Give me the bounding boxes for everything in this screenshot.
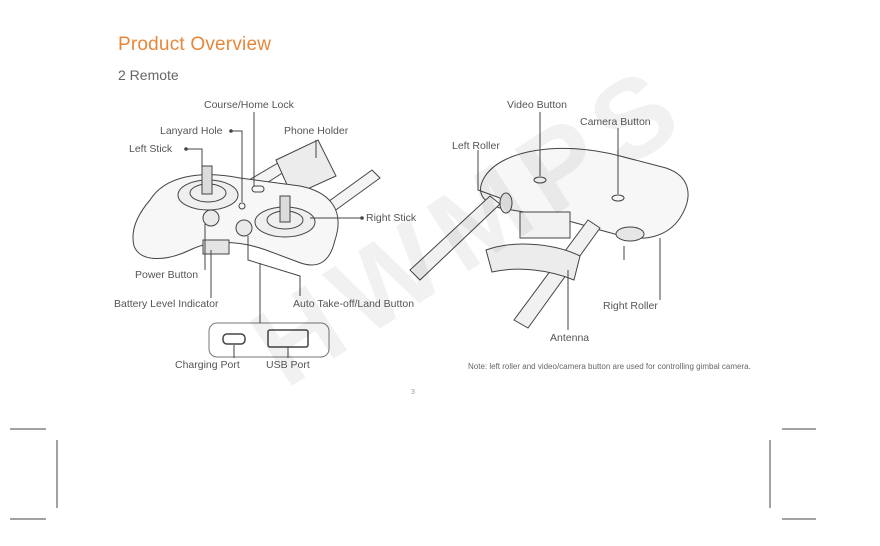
label-lanyard-hole: Lanyard Hole bbox=[160, 125, 223, 137]
lanyard-hole-shape bbox=[238, 202, 246, 210]
port-panel bbox=[208, 322, 330, 358]
left-stick bbox=[201, 165, 213, 195]
label-left-stick: Left Stick bbox=[129, 143, 173, 155]
power-button-shape bbox=[202, 209, 220, 227]
label-phone-holder: Phone Holder bbox=[284, 125, 349, 137]
right-roller-shape bbox=[615, 226, 645, 242]
label-antenna: Antenna bbox=[550, 332, 590, 344]
label-usb-port: USB Port bbox=[266, 359, 310, 371]
video-button-shape bbox=[533, 176, 547, 184]
label-course-home-lock: Course/Home Lock bbox=[204, 99, 294, 111]
label-battery-level-indicator: Battery Level Indicator bbox=[114, 298, 219, 310]
auto-takeoff-button-shape bbox=[235, 219, 253, 237]
page-title: Product Overview bbox=[118, 34, 272, 55]
course-lock-switch bbox=[251, 185, 265, 193]
charging-port-shape bbox=[222, 333, 246, 345]
clamp-bracket bbox=[519, 211, 571, 239]
right-stick bbox=[279, 195, 291, 223]
label-right-stick: Right Stick bbox=[366, 212, 417, 224]
page-number: 3 bbox=[411, 389, 415, 396]
label-left-roller: Left Roller bbox=[452, 140, 500, 152]
section-subtitle: 2 Remote bbox=[118, 67, 179, 83]
label-video-button: Video Button bbox=[507, 99, 567, 111]
phone-clamp-back bbox=[485, 243, 581, 281]
label-charging-port: Charging Port bbox=[175, 359, 240, 371]
antenna-left bbox=[409, 195, 501, 281]
label-power-button: Power Button bbox=[135, 269, 199, 281]
label-camera-button: Camera Button bbox=[580, 116, 651, 128]
battery-indicator-shape bbox=[202, 239, 230, 255]
left-roller-shape bbox=[499, 192, 513, 214]
camera-button-shape bbox=[611, 194, 625, 202]
label-right-roller: Right Roller bbox=[603, 300, 658, 312]
note-text: Note: left roller and video/camera butto… bbox=[468, 362, 751, 371]
label-auto-takeoff-land-button: Auto Take-off/Land Button bbox=[293, 298, 415, 310]
